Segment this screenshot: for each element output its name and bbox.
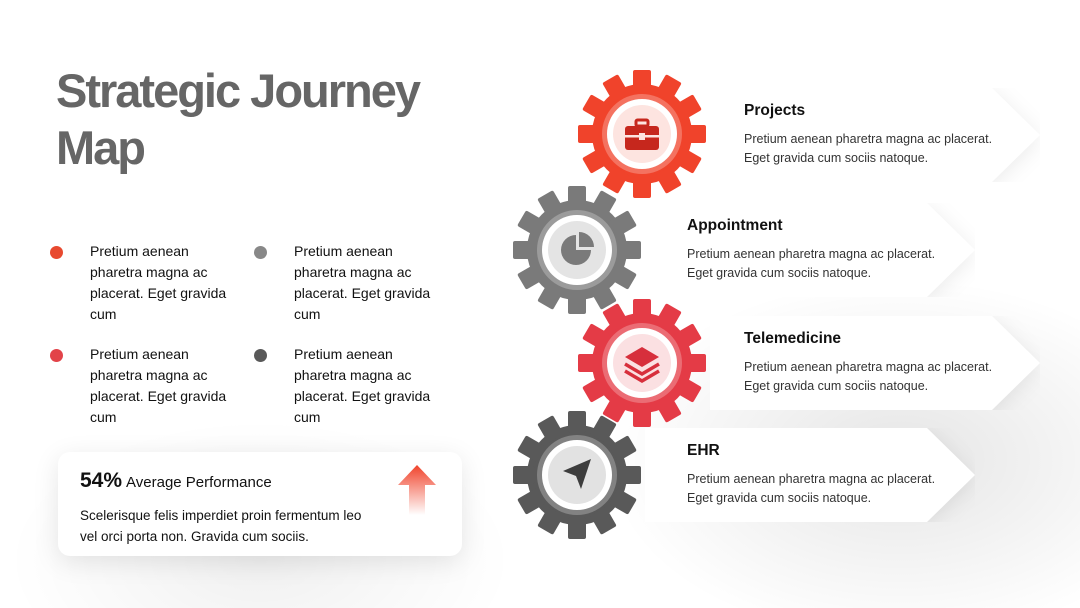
step-description: Pretium aenean pharetra magna ac placera…	[687, 472, 936, 505]
navigation-arrow-icon	[563, 459, 591, 489]
bullet-list: Pretium aenean pharetra magna ac placera…	[50, 241, 470, 441]
step-banner-telemedicine: Telemedicine Pretium aenean pharetra mag…	[710, 316, 1040, 410]
bullet-text: Pretium aenean pharetra magna ac placera…	[294, 346, 431, 425]
bullet-text: Pretium aenean pharetra magna ac placera…	[294, 243, 431, 322]
step-banner-ehr: EHR Pretium aenean pharetra magna ac pla…	[645, 428, 975, 522]
briefcase-icon	[625, 118, 659, 150]
step-title: Projects	[744, 102, 806, 119]
banner-shape	[710, 316, 1040, 410]
step-description: Pretium aenean pharetra magna ac placera…	[744, 360, 993, 393]
performance-description: Scelerisque felis imperdiet proin fermen…	[80, 508, 362, 544]
bullet-dot	[50, 246, 63, 259]
performance-card: 54%Average Performance Scelerisque felis…	[58, 452, 462, 556]
step-banner-projects: Projects Pretium aenean pharetra magna a…	[710, 88, 1040, 182]
pie-chart-icon	[561, 232, 594, 265]
bullet-dot	[254, 246, 267, 259]
step-description: Pretium aenean pharetra magna ac placera…	[744, 132, 993, 165]
step-banner-appointment: Appointment Pretium aenean pharetra magn…	[645, 203, 975, 297]
step-title: Telemedicine	[744, 330, 842, 347]
bullet-dot	[254, 349, 267, 362]
up-arrow-icon	[398, 465, 436, 515]
performance-header: 54%Average Performance	[80, 469, 272, 493]
bullet-text: Pretium aenean pharetra magna ac placera…	[90, 243, 227, 322]
performance-label: Average Performance	[126, 474, 272, 491]
bullet-dot	[50, 349, 63, 362]
banner-shape	[710, 88, 1040, 182]
step-description: Pretium aenean pharetra magna ac placera…	[687, 247, 936, 280]
page-title: Strategic Journey Map	[56, 64, 421, 174]
bullet-text: Pretium aenean pharetra magna ac placera…	[90, 346, 227, 425]
gear-projects	[575, 67, 709, 201]
banner-shape	[645, 203, 975, 297]
performance-percent: 54%	[80, 469, 123, 492]
gear-ehr	[510, 408, 644, 542]
layers-icon	[624, 347, 660, 384]
banner-shape	[645, 428, 975, 522]
step-title: EHR	[687, 442, 720, 459]
gear-appointment	[510, 183, 644, 317]
step-title: Appointment	[687, 217, 783, 234]
gear-telemedicine	[575, 296, 709, 430]
